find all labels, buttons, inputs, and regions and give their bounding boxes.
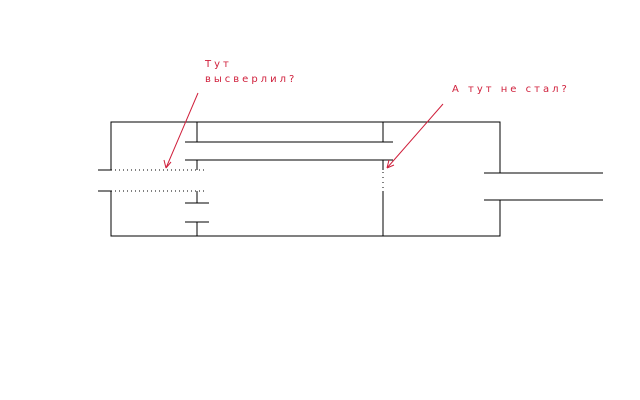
arrow-left	[163, 92, 199, 169]
annotation-left-line1: Тут	[205, 59, 232, 70]
annotation-right: А тут не стал?	[452, 84, 570, 95]
annotation-left-line2: высверлил?	[205, 74, 298, 85]
left-box-wall	[110, 121, 501, 237]
arrow-right	[386, 103, 444, 169]
